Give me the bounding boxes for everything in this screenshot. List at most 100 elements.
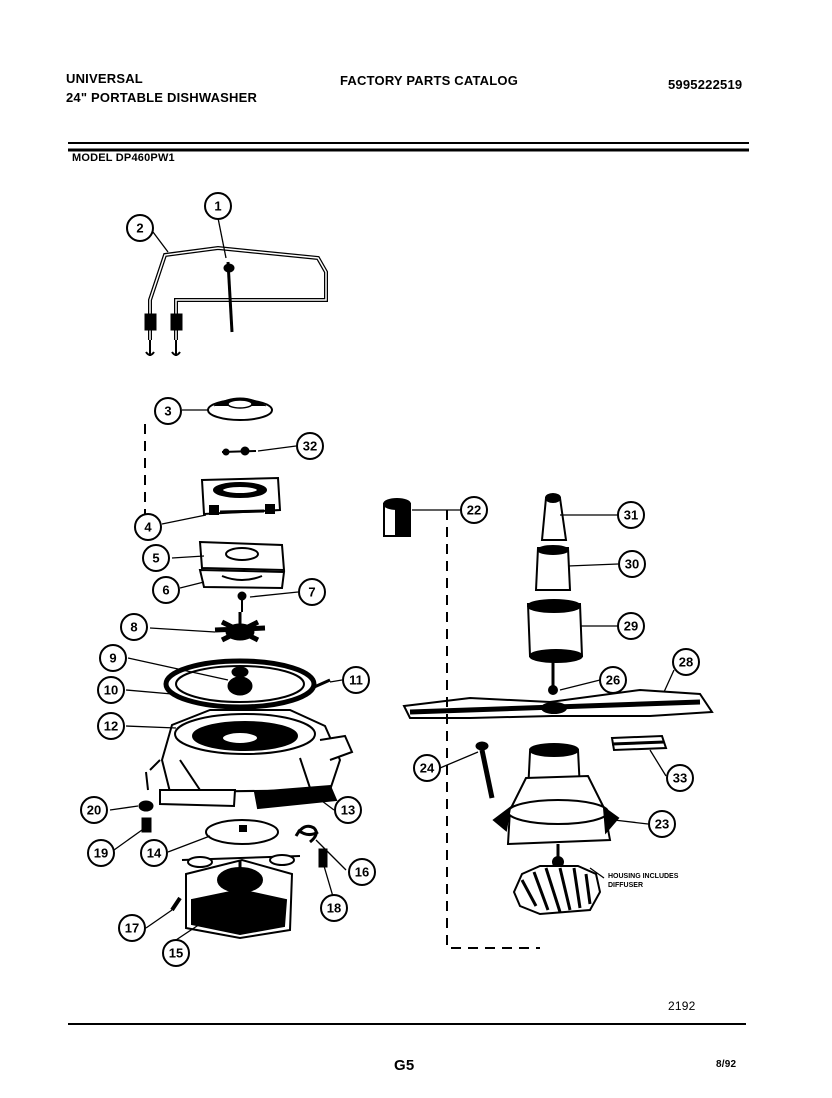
part-3-drawing bbox=[207, 397, 273, 421]
callout-5: 5 bbox=[142, 544, 170, 572]
callout-19: 19 bbox=[87, 839, 115, 867]
page-label: G5 bbox=[394, 1057, 415, 1074]
parts-19-20-drawing bbox=[138, 800, 154, 833]
part-15-drawing bbox=[185, 858, 294, 940]
callout-circle bbox=[648, 810, 676, 838]
callout-number: 15 bbox=[169, 946, 183, 961]
catalog-title: FACTORY PARTS CATALOG bbox=[340, 73, 519, 88]
callout-circle bbox=[118, 914, 146, 942]
part-8-drawing bbox=[214, 612, 266, 643]
callout-15: 15 bbox=[162, 939, 190, 967]
callout-number: 13 bbox=[341, 803, 355, 818]
callout-number: 11 bbox=[349, 673, 363, 688]
callout-circle bbox=[120, 613, 148, 641]
part-24-drawing bbox=[475, 741, 495, 799]
callout-circle bbox=[142, 544, 170, 572]
callout-number: 14 bbox=[147, 846, 162, 861]
parts-16-18-drawing bbox=[294, 824, 328, 868]
callout-17: 17 bbox=[118, 914, 146, 942]
callout-circle bbox=[460, 496, 488, 524]
callout-number: 23 bbox=[655, 817, 669, 832]
callout-number: 17 bbox=[125, 921, 139, 936]
callout-20: 20 bbox=[80, 796, 108, 824]
callout-number: 26 bbox=[606, 673, 620, 688]
parts-5-6-drawing bbox=[198, 540, 286, 590]
callout-circle bbox=[617, 612, 645, 640]
part-22-drawing bbox=[383, 498, 411, 537]
heater-element-drawing bbox=[144, 245, 328, 356]
callout-2: 2 bbox=[126, 214, 154, 242]
callout-circle bbox=[672, 648, 700, 676]
callout-circle bbox=[296, 432, 324, 460]
model-label: MODEL DP460PW1 bbox=[72, 152, 175, 164]
callout-9: 9 bbox=[99, 644, 127, 672]
callout-circle bbox=[413, 754, 441, 782]
part-32-drawing bbox=[221, 446, 257, 456]
dashed-leader-lines bbox=[144, 424, 540, 949]
callout-8: 8 bbox=[120, 613, 148, 641]
callout-circle bbox=[97, 676, 125, 704]
callout-number: 18 bbox=[327, 901, 341, 916]
callout-circle bbox=[320, 894, 348, 922]
callout-circle bbox=[126, 214, 154, 242]
callout-leader-lines bbox=[109, 217, 675, 941]
callout-circle bbox=[99, 644, 127, 672]
callout-1: 1 bbox=[204, 192, 232, 220]
callout-circle bbox=[348, 858, 376, 886]
callout-circle bbox=[154, 397, 182, 425]
callout-number: 29 bbox=[624, 619, 638, 634]
callout-32: 32 bbox=[296, 432, 324, 460]
callout-16: 16 bbox=[348, 858, 376, 886]
callout-10: 10 bbox=[97, 676, 125, 704]
callout-number: 10 bbox=[104, 683, 118, 698]
callout-number: 8 bbox=[130, 620, 137, 635]
part-4-drawing bbox=[200, 476, 282, 516]
callout-number: 1 bbox=[214, 199, 221, 214]
callout-26: 26 bbox=[599, 666, 627, 694]
parts-9-10-drawing bbox=[163, 658, 317, 710]
callout-number: 12 bbox=[104, 719, 118, 734]
callout-number: 30 bbox=[625, 557, 639, 572]
callout-circle bbox=[162, 939, 190, 967]
part-23-drawing bbox=[492, 743, 620, 916]
catalog-date: 8/92 bbox=[716, 1059, 737, 1070]
callout-number: 28 bbox=[679, 655, 693, 670]
catalog-part-number: 5995222519 bbox=[668, 77, 743, 92]
callout-circle bbox=[334, 796, 362, 824]
part-7-drawing bbox=[237, 591, 247, 612]
callout-number: 3 bbox=[164, 404, 171, 419]
callout-circle bbox=[87, 839, 115, 867]
callout-circle bbox=[134, 513, 162, 541]
part-33-drawing bbox=[610, 734, 668, 752]
part-11-drawing bbox=[311, 678, 331, 690]
callout-number: 31 bbox=[624, 508, 638, 523]
callout-11: 11 bbox=[342, 666, 370, 694]
callout-23: 23 bbox=[648, 810, 676, 838]
callout-circle bbox=[204, 192, 232, 220]
callout-number: 33 bbox=[673, 771, 687, 786]
callout-6: 6 bbox=[152, 576, 180, 604]
callout-circle bbox=[97, 712, 125, 740]
drawing-reference-number: 2192 bbox=[668, 999, 696, 1013]
callout-number: 19 bbox=[94, 846, 108, 861]
callout-circle bbox=[140, 839, 168, 867]
callout-33: 33 bbox=[666, 764, 694, 792]
callout-number: 2 bbox=[136, 221, 143, 236]
callout-circle bbox=[617, 501, 645, 529]
callout-circle bbox=[599, 666, 627, 694]
housing-note-line-2: DIFFUSER bbox=[608, 882, 643, 889]
brand-name: UNIVERSAL bbox=[66, 71, 143, 86]
callout-number: 20 bbox=[87, 803, 101, 818]
callout-18: 18 bbox=[320, 894, 348, 922]
callout-circle bbox=[342, 666, 370, 694]
callout-30: 30 bbox=[618, 550, 646, 578]
callout-circle bbox=[666, 764, 694, 792]
callout-31: 31 bbox=[617, 501, 645, 529]
callout-circle bbox=[80, 796, 108, 824]
callout-24: 24 bbox=[413, 754, 441, 782]
part-28-drawing bbox=[402, 688, 714, 719]
callout-29: 29 bbox=[617, 612, 645, 640]
callout-number: 7 bbox=[308, 585, 315, 600]
